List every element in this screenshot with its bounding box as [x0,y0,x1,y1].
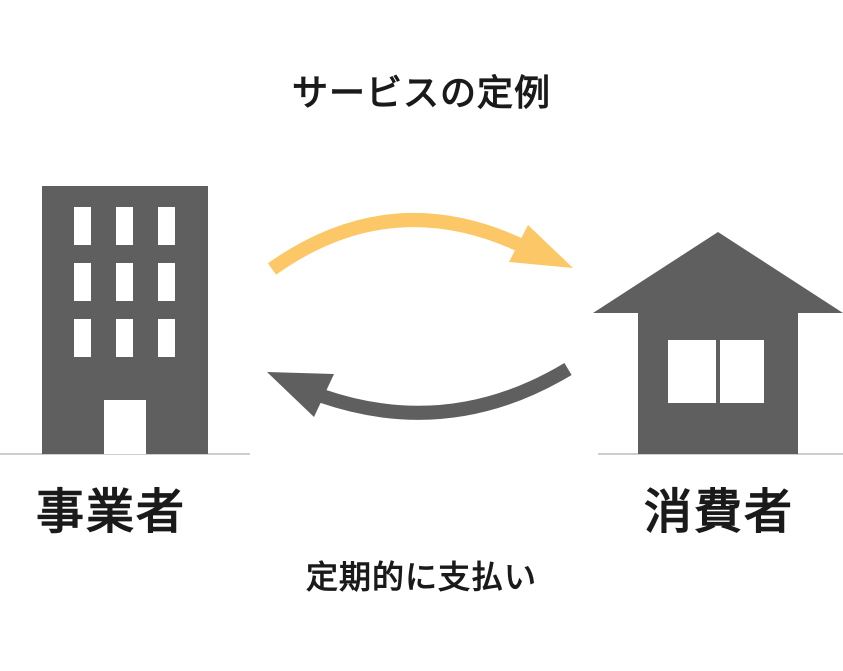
payment-flow-label: 定期的に支払い [305,558,537,596]
office-building-icon [42,186,208,454]
house-icon [593,232,843,454]
business-label: 事業者 [36,484,187,540]
service-flow-label: サービスの定例 [291,73,551,114]
curved-arrow-right-icon [267,213,573,275]
curved-arrow-left-icon [267,363,572,420]
consumer-label: 消費者 [644,484,795,540]
